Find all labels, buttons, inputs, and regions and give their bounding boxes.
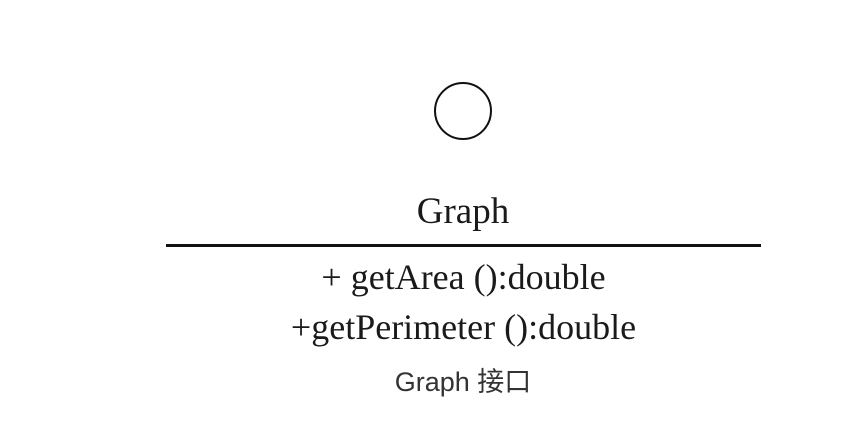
method-list: + getArea ():double +getPerimeter ():dou… (166, 252, 761, 352)
divider-line (166, 244, 761, 247)
method-get-perimeter: +getPerimeter ():double (290, 307, 637, 347)
interface-lollipop-icon (434, 82, 492, 140)
interface-name: Graph (416, 191, 510, 232)
figure-caption: Graph 接口 (394, 367, 532, 397)
method-get-area: + getArea ():double (321, 257, 606, 297)
